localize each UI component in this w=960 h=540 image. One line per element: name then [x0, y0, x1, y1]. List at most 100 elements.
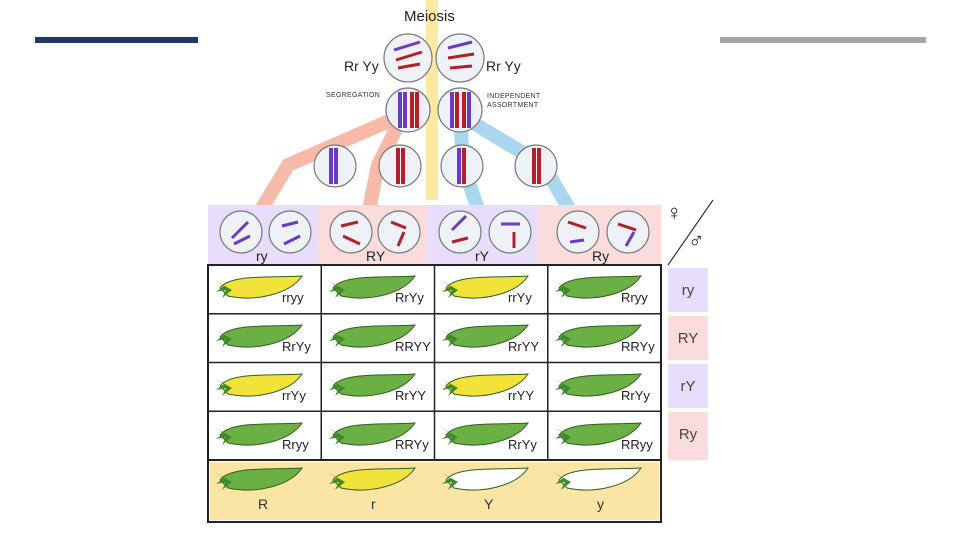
- legend-pod: [553, 467, 642, 491]
- punnett-cell-pod: [327, 275, 416, 299]
- legend-allele-label: R: [258, 496, 269, 512]
- genotype-label: RrYy: [282, 339, 311, 354]
- metaphase-cell-left: [385, 87, 431, 133]
- chromosome: [398, 92, 402, 128]
- pod-calyx: [440, 280, 458, 298]
- pod-calyx: [553, 472, 571, 490]
- chromosome: [449, 64, 473, 70]
- genotype-label: RRYy: [621, 339, 655, 354]
- chromosome: [233, 234, 251, 246]
- punnett-cell-pod: [214, 422, 303, 446]
- legend-allele-label: Y: [484, 496, 494, 512]
- male-symbol: ♂: [688, 228, 705, 253]
- chromosome: [467, 92, 471, 128]
- side-bg-1: [668, 268, 708, 312]
- punnett-cell-pod: [440, 373, 529, 397]
- genotype-label: RrYy: [508, 437, 537, 452]
- pink-track-left: [251, 108, 406, 219]
- pea-pod: [332, 275, 416, 299]
- pea-pod: [558, 275, 642, 299]
- genotype-label: RrYy: [621, 388, 650, 403]
- gamete-side-1: ry: [681, 281, 695, 299]
- gamete-top-2: RY: [366, 248, 386, 264]
- chromosome: [342, 234, 361, 246]
- punnett-cell-pod: [327, 324, 416, 348]
- female-symbol: ♀: [666, 200, 683, 225]
- pod-calyx: [553, 280, 571, 298]
- punnett-cell-pod: [440, 422, 529, 446]
- chromosome: [393, 40, 421, 52]
- gamete-cell: [219, 210, 263, 254]
- genotype-label: rrYY: [508, 388, 534, 403]
- chromosome: [447, 52, 475, 60]
- pea-pod: [445, 373, 529, 397]
- meiosis-punnett-figure: Meiosis Rr Yy Rr Yy SEGREGATION INDEPEND…: [198, 0, 720, 540]
- pea-pod: [332, 467, 416, 491]
- pod-calyx: [214, 378, 232, 396]
- pod-calyx: [327, 472, 345, 490]
- pea-pod: [558, 324, 642, 348]
- chromosome: [451, 236, 469, 244]
- pea-pod: [219, 324, 303, 348]
- chromosome: [569, 238, 585, 244]
- chromosome: [395, 50, 423, 62]
- legend-pod: [440, 467, 529, 491]
- gamete-cell: [268, 210, 312, 254]
- genotype-label: RrYY: [395, 388, 427, 403]
- chromosome: [462, 148, 466, 184]
- decorative-bar-right: [720, 37, 926, 43]
- pod-layer: [208, 265, 661, 491]
- parent-genotype-right: Rr Yy: [486, 58, 521, 74]
- gamete-top-4: Ry: [592, 248, 610, 264]
- genotype-label: RRyy: [621, 437, 653, 452]
- pea-pod: [445, 422, 529, 446]
- pea-pod: [219, 275, 303, 299]
- genotype-label: RrYY: [508, 339, 540, 354]
- chromosome: [624, 231, 636, 247]
- gamete-side-4: Ry: [678, 425, 698, 443]
- genotype-label: RRYy: [395, 437, 429, 452]
- pod-calyx: [440, 472, 458, 490]
- chromosome: [532, 148, 536, 184]
- side-bg-2: [668, 316, 708, 360]
- chromosome: [396, 148, 400, 184]
- chromosome: [410, 92, 414, 128]
- pod-calyx: [327, 378, 345, 396]
- pink-track-mid: [361, 111, 410, 217]
- punnett-cell-pod: [214, 275, 303, 299]
- genotype-label: RrYy: [395, 290, 424, 305]
- chromosome: [537, 148, 541, 184]
- punnett-cell-pod: [327, 422, 416, 446]
- pod-calyx: [214, 329, 232, 347]
- punnett-cell-pod: [553, 373, 642, 397]
- parent-cell-right: [435, 33, 485, 83]
- chromosome: [415, 92, 419, 128]
- chromosome: [450, 92, 454, 128]
- chromosome: [455, 92, 459, 128]
- chromosome: [397, 62, 421, 70]
- pea-pod: [332, 373, 416, 397]
- punnett-cell-pod: [553, 324, 642, 348]
- chromosome: [334, 148, 338, 184]
- punnett-cell-pod: [440, 324, 529, 348]
- chromosome: [329, 148, 333, 184]
- gamete-cell: [556, 210, 600, 254]
- gamete-side-2: RY: [677, 329, 699, 347]
- legend-pod: [327, 467, 416, 491]
- gamete-cell: [488, 210, 532, 254]
- parent-genotype-left: Rr Yy: [344, 58, 379, 74]
- gamete-side-3: rY: [680, 377, 696, 395]
- punnett-cell-pod: [440, 275, 529, 299]
- chromosome: [401, 148, 405, 184]
- punnett-cell-pod: [553, 275, 642, 299]
- pea-pod: [219, 422, 303, 446]
- side-bg-4: [668, 412, 708, 460]
- pod-calyx: [327, 329, 345, 347]
- genotype-label: Rryy: [282, 437, 309, 452]
- pea-pod: [445, 275, 529, 299]
- chromosome: [283, 234, 301, 246]
- decorative-bar-left: [35, 37, 200, 43]
- pod-calyx: [440, 427, 458, 445]
- gamete-cell: [438, 210, 482, 254]
- chromosome: [281, 220, 299, 228]
